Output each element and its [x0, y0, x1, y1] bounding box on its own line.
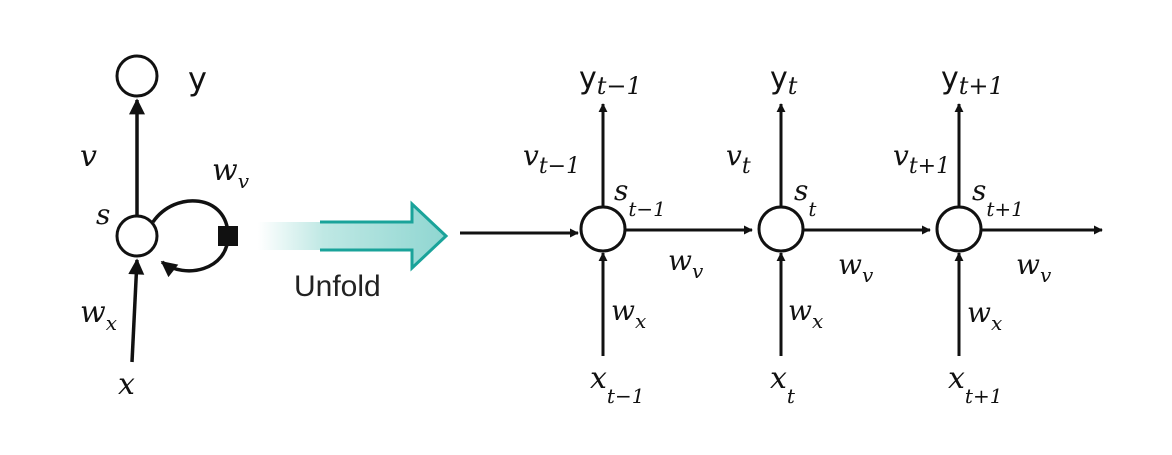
input-weight-label: wx: [611, 294, 646, 333]
state-label: s: [96, 198, 110, 231]
delay-square: [218, 226, 238, 246]
state-node: [935, 205, 983, 253]
state-node: [757, 205, 805, 253]
time-step-t: yt vt st wv wx xt: [726, 61, 931, 408]
output-weight-label: v: [80, 139, 97, 174]
state-node: [115, 214, 159, 258]
output-label: yt−1: [579, 61, 642, 100]
recurrent-weight-label: wv: [212, 153, 250, 193]
output-node: [115, 54, 159, 98]
output-weight-label: vt: [726, 139, 751, 179]
input-weight-label: wx: [967, 296, 1002, 335]
recurrent-loop: [151, 199, 230, 278]
output-weight-label: vt+1: [893, 139, 950, 179]
input-label: xt+1: [948, 361, 1002, 408]
time-step-t-minus-1: yt−1 vt−1 st−1 wv wx xt−1: [523, 61, 753, 408]
input-label: xt−1: [590, 361, 644, 408]
time-step-t-plus-1: yt+1 vt+1 st+1 wv wx xt+1: [893, 61, 1103, 408]
unfold-arrow: Unfold: [258, 200, 449, 303]
output-label: yt: [770, 61, 798, 100]
recurrent-weight-label: wv: [668, 244, 704, 283]
output-label: yt+1: [941, 61, 1004, 100]
folded-rnn: y v s wv wx x: [80, 54, 250, 402]
input-arrow: [128, 258, 145, 363]
input-label: x: [118, 367, 135, 402]
unfold-label: Unfold: [294, 270, 381, 303]
state-label: st−1: [614, 174, 666, 221]
state-node: [579, 205, 627, 253]
output-weight-label: vt−1: [523, 139, 580, 179]
input-weight-label: wx: [80, 295, 117, 335]
recurrent-weight-label: wv: [838, 248, 874, 287]
recurrent-weight-label: wv: [1016, 248, 1052, 287]
output-label: y: [188, 60, 207, 98]
state-label: st+1: [972, 174, 1024, 221]
state-label: st: [794, 174, 817, 221]
input-weight-label: wx: [788, 294, 823, 333]
input-label: xt: [770, 361, 796, 408]
unfolded-rnn: yt−1 vt−1 st−1 wv wx xt−1 yt vt st wv wx…: [460, 61, 1103, 408]
